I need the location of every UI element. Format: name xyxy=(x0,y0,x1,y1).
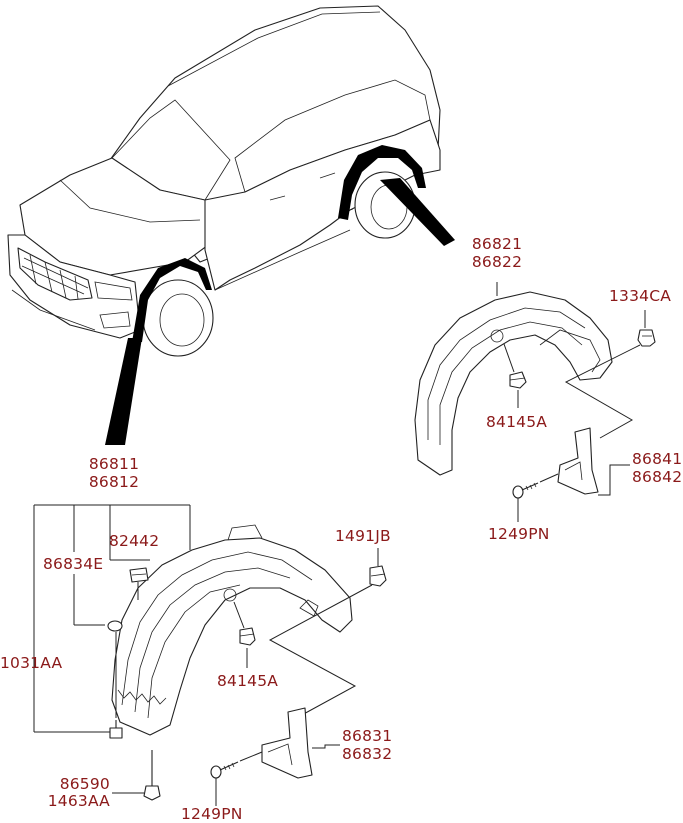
front-mudflap-part xyxy=(261,707,313,779)
front-mudflap-ref-line xyxy=(312,744,340,749)
label-front-mudflap-2: 86832 xyxy=(342,745,393,763)
front-bolt-part xyxy=(109,720,123,739)
front-guard-bottom-teeth xyxy=(117,689,167,705)
vehicle-wheel-guard-highlights xyxy=(105,145,455,445)
vehicle-grille-mesh xyxy=(21,254,89,300)
front-guard-leader-wedge xyxy=(105,338,142,445)
front-guard-rib-3 xyxy=(147,584,241,719)
rear-guard-rib-2 xyxy=(439,321,583,445)
front-screw-part xyxy=(210,761,239,779)
rear-mudflap-part xyxy=(557,427,599,495)
rear-guard-highlight xyxy=(338,145,426,220)
front-clip-part xyxy=(369,565,387,587)
vehicle-door-handle-front xyxy=(269,195,286,201)
front-guard-tab-right xyxy=(299,599,319,617)
front-grommet-part xyxy=(107,620,123,632)
front-fastener-part xyxy=(143,750,161,801)
vehicle-bumper-line xyxy=(11,289,96,331)
label-rear-screw: 1249PN xyxy=(488,525,550,543)
label-front-screw: 1249PN xyxy=(181,805,243,823)
front-screw-to-flap-line xyxy=(239,751,263,762)
front-guard-tab-top xyxy=(227,524,263,541)
front-wheel-guard xyxy=(111,537,353,736)
label-front-fastener-1: 86590 xyxy=(59,775,110,793)
vehicle-door-handle-rear xyxy=(319,172,336,179)
label-front-guard-1: 86811 xyxy=(88,455,140,473)
rear-screw-part xyxy=(512,482,539,499)
vehicle-illustration xyxy=(7,5,441,357)
rear-nut-part xyxy=(509,371,527,389)
label-front-clip: 1491JB xyxy=(335,527,391,545)
label-rear-mudflap-2: 86842 xyxy=(632,468,683,486)
rear-mudflap-ref-line xyxy=(598,464,630,496)
front-guard-rib-2 xyxy=(134,567,291,713)
rear-guard-rib-1 xyxy=(427,307,586,440)
vehicle-headlamp xyxy=(94,281,133,301)
label-front-mudflap-1: 86831 xyxy=(342,727,393,745)
label-rear-mudflap-1: 86841 xyxy=(632,450,683,468)
front-guard-boss xyxy=(223,588,237,602)
rear-screw-to-flap-line xyxy=(539,473,559,483)
front-clip-to-guard-line xyxy=(268,584,373,717)
rear-guard-rib-3 xyxy=(539,329,601,373)
label-rear-nut: 84145A xyxy=(486,413,548,431)
label-front-fastener-2: 1463AA xyxy=(47,792,110,810)
vehicle-foglamp xyxy=(99,311,131,329)
vehicle-front-tire xyxy=(142,279,214,357)
front-guard-highlight xyxy=(132,258,212,342)
vehicle-front-rim xyxy=(159,293,205,347)
rear-nut-to-guard-line xyxy=(503,343,515,373)
rear-wheel-guard-part xyxy=(414,291,613,476)
label-rear-guard-2: 86822 xyxy=(471,253,523,271)
rear-guard-boss xyxy=(490,329,504,343)
front-nut-to-guard-line xyxy=(233,601,245,629)
rear-clip-part xyxy=(637,329,656,347)
front-retainer-part xyxy=(129,567,149,583)
label-front-bolt: 1031AA xyxy=(0,654,63,672)
label-front-grommet: 86834E xyxy=(43,555,104,573)
vehicle-rocker xyxy=(214,229,351,291)
label-rear-guard-1: 86821 xyxy=(471,235,523,253)
label-rear-clip: 1334CA xyxy=(609,287,672,305)
label-front-retainer: 82442 xyxy=(109,532,160,550)
label-front-nut: 84145A xyxy=(217,672,279,690)
front-wheel-guard-part xyxy=(111,524,353,736)
vehicle-grille xyxy=(17,247,93,301)
front-nut-part xyxy=(239,627,256,646)
vehicle-roof-rail xyxy=(167,11,381,87)
rear-guard-leader-wedge xyxy=(380,178,455,246)
front-guard-rib-1 xyxy=(121,551,313,706)
label-front-guard-2: 86812 xyxy=(88,473,140,491)
vehicle-hood-line xyxy=(59,179,201,223)
rear-wheel-guard xyxy=(414,291,613,476)
rear-clip-to-guard-line xyxy=(564,344,641,439)
